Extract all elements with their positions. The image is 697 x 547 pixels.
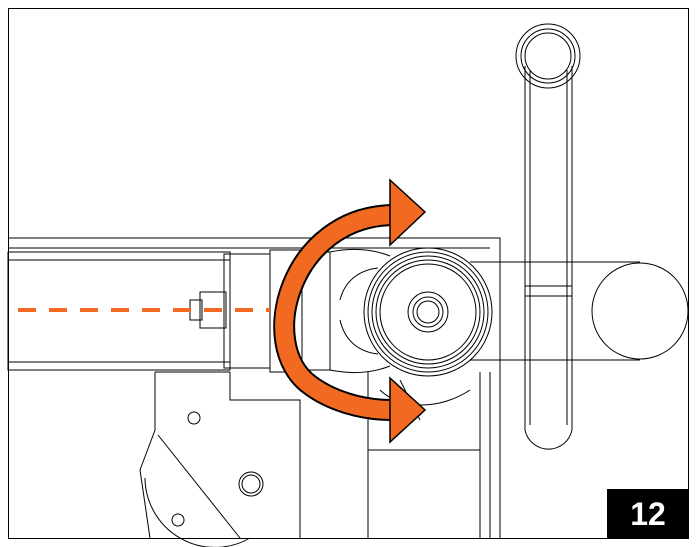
step-number-badge: 12 xyxy=(607,489,689,539)
mount-hole-1 xyxy=(187,411,201,425)
axle-stub xyxy=(199,291,227,329)
mount-plate-left xyxy=(139,372,156,539)
mount-hole-2 xyxy=(171,513,185,527)
frame-border xyxy=(8,8,689,539)
handle-shaft-bottom xyxy=(524,429,573,450)
handle-knob-outer xyxy=(515,23,581,89)
shaft-housing xyxy=(7,251,231,371)
line-art xyxy=(7,8,689,547)
mount-plate-edge xyxy=(229,372,301,538)
base-plate-outline xyxy=(8,237,501,538)
mount-bolt-outer xyxy=(238,471,264,497)
step-number: 12 xyxy=(630,495,666,532)
hub-outer xyxy=(363,247,493,377)
arm-tube-end xyxy=(591,262,689,360)
arrowhead-top xyxy=(389,178,427,247)
hub-bore xyxy=(407,291,449,333)
arrowhead-bottom xyxy=(389,376,427,444)
curved-double-arrow-icon xyxy=(273,178,427,444)
